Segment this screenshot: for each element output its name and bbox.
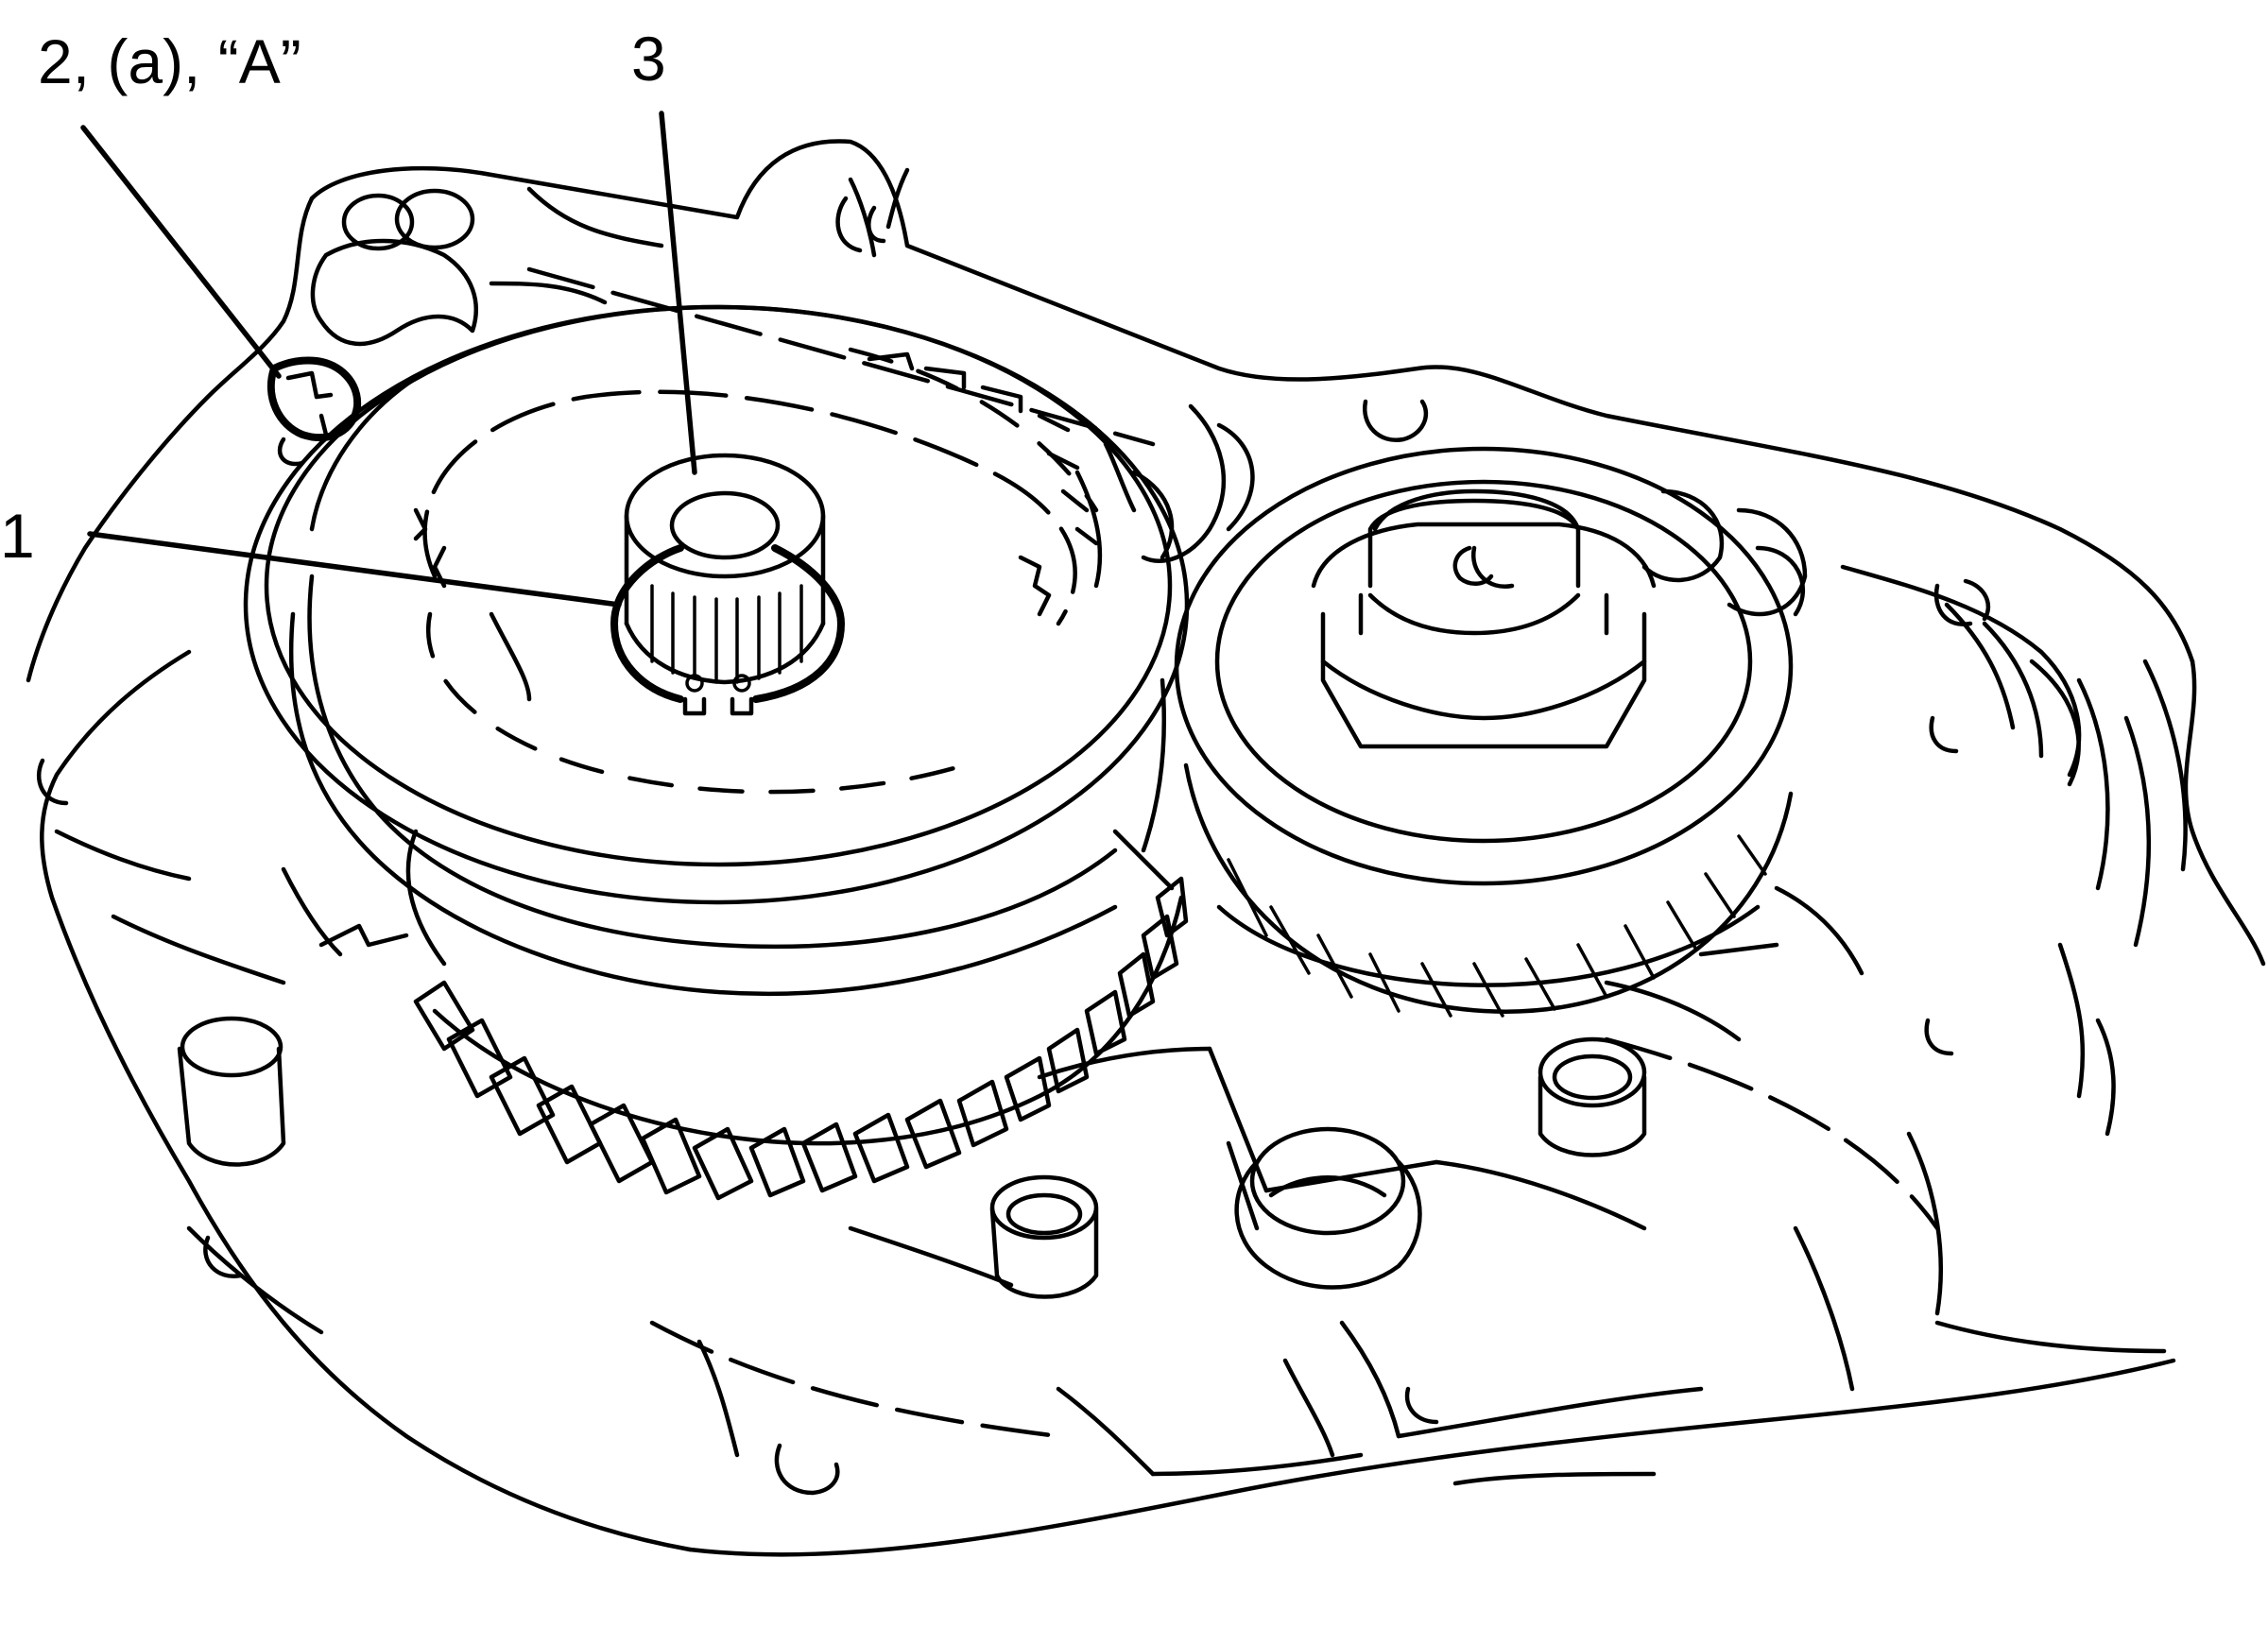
gear-assembly-left — [243, 304, 1190, 997]
callout-label-1: 1 — [0, 501, 35, 571]
callout-label-2: 2, (a), “A” — [38, 26, 301, 96]
cast-marking — [835, 196, 886, 253]
circlip — [610, 544, 845, 716]
callout-label-3: 3 — [631, 24, 666, 94]
gear-assembly-right — [1174, 446, 1794, 1018]
leader-line-2 — [80, 125, 282, 379]
helical-gear-teeth-left — [413, 876, 1189, 1201]
knock-pins — [177, 1016, 1647, 1299]
spline-ridges — [650, 584, 803, 684]
bolt-holes — [36, 399, 1991, 1496]
leader-line-1 — [87, 531, 622, 608]
helical-gear-teeth-right — [1227, 834, 1767, 1018]
leader-line-3 — [659, 111, 697, 475]
shaft-hub — [624, 453, 826, 685]
leader-lines — [80, 111, 697, 608]
vent-plug — [266, 356, 362, 467]
transmission-housing — [26, 139, 2266, 1557]
